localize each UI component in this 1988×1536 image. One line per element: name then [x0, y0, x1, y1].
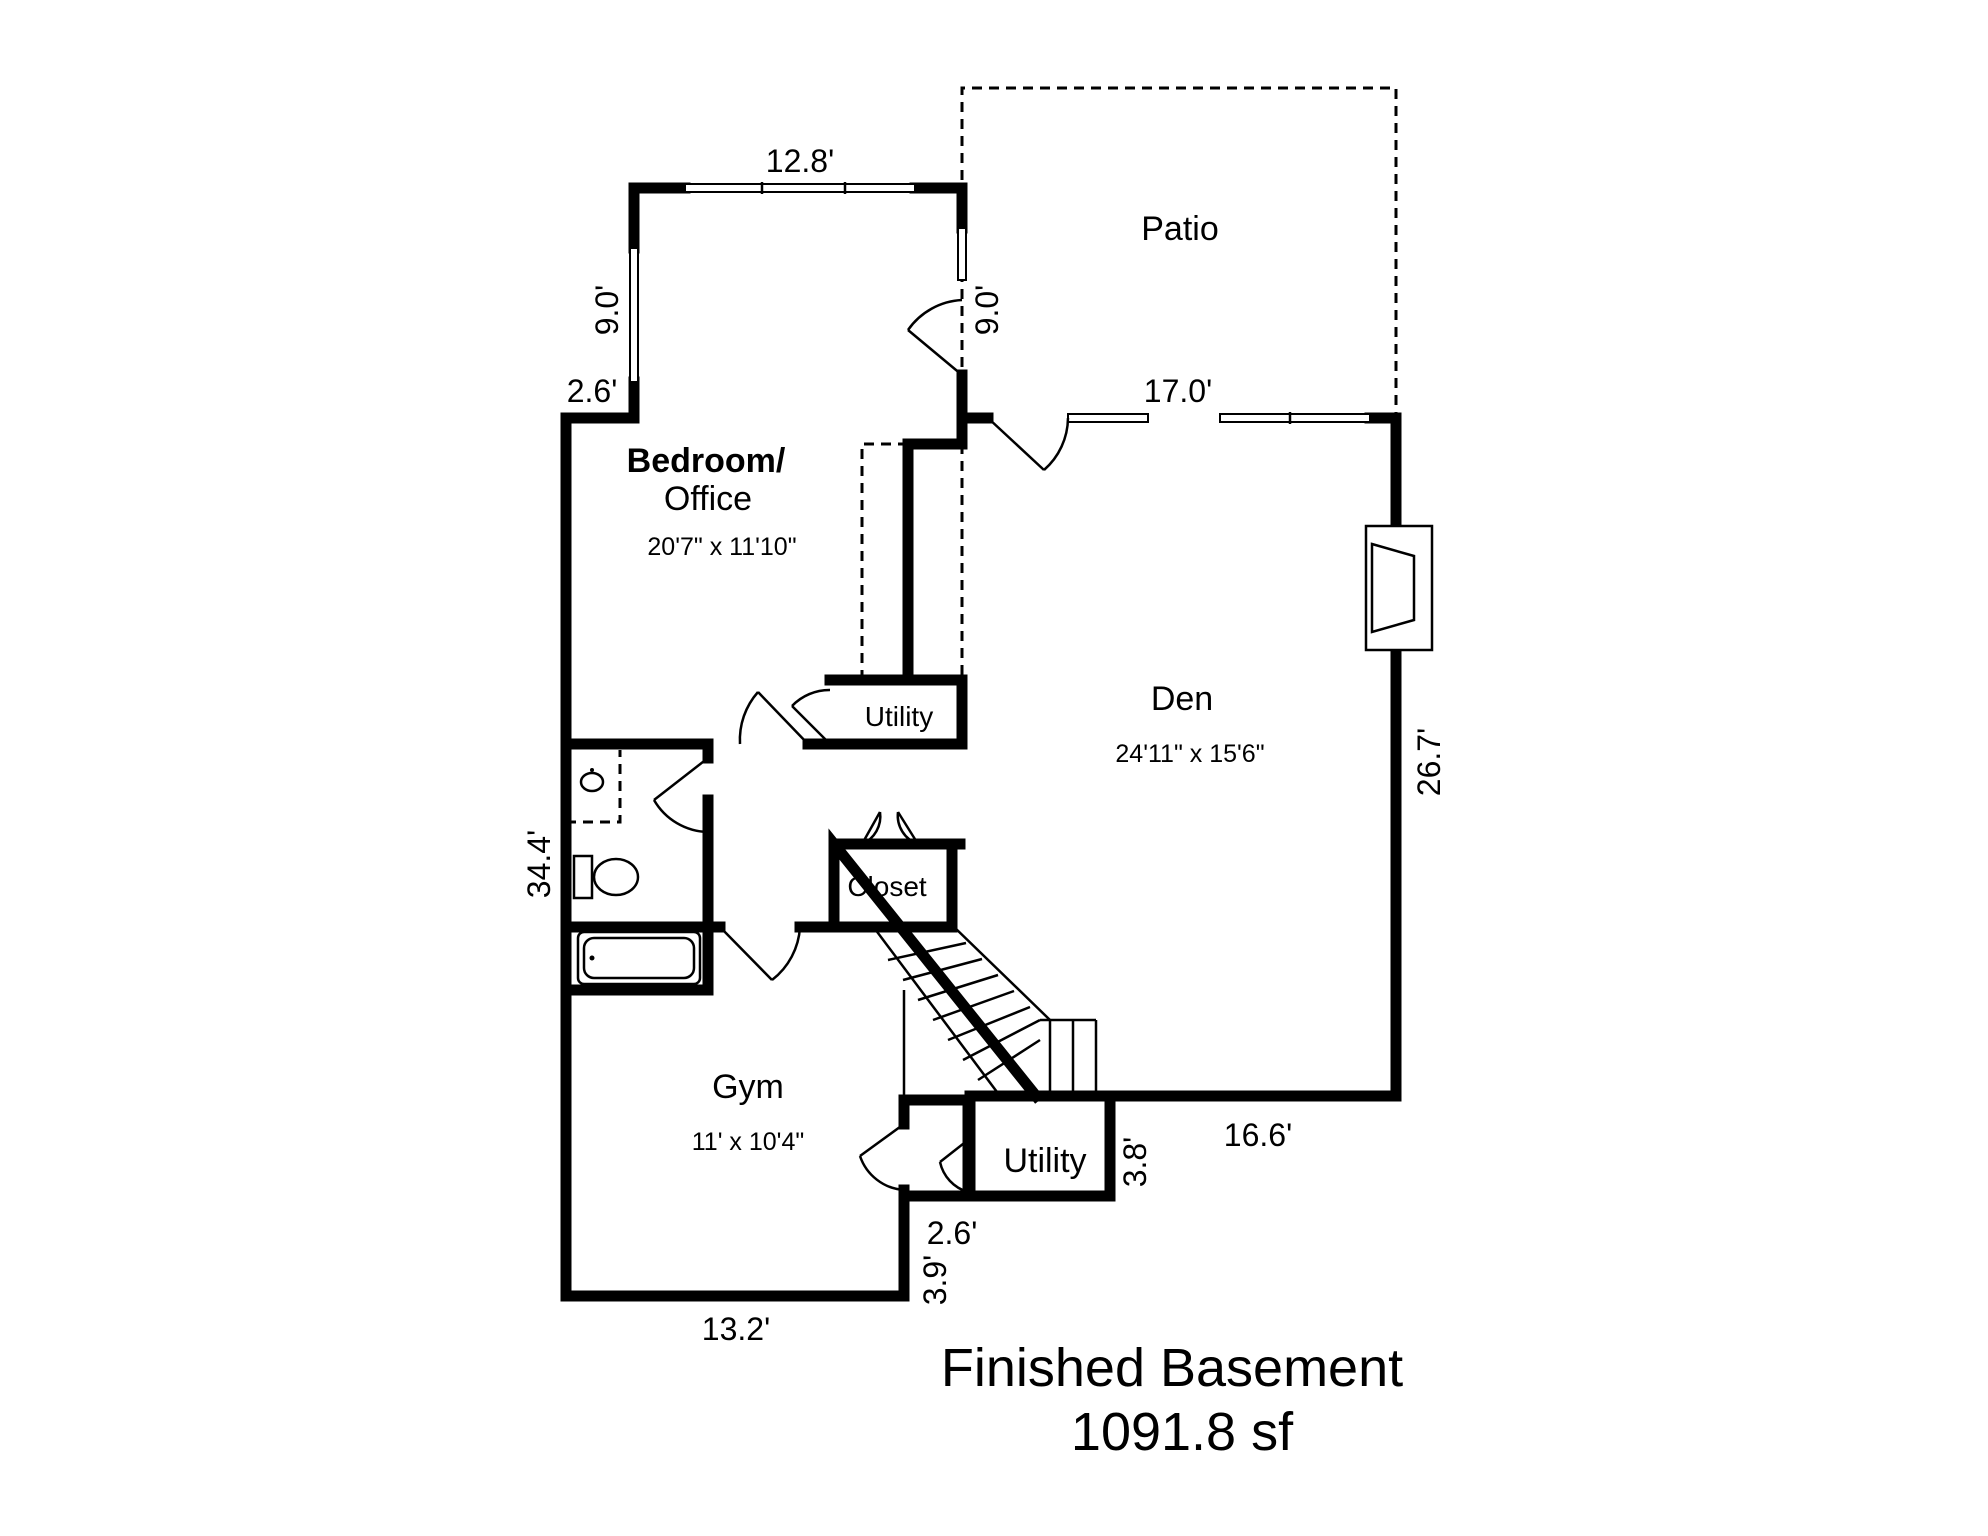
closet-walls [828, 838, 966, 931]
toilet-icon [572, 854, 640, 900]
den-bottom-wall [964, 1090, 1116, 1202]
gym-label: Gym [712, 1068, 784, 1106]
sink-icon [579, 768, 605, 793]
closet-label: Closet [847, 871, 927, 902]
interior-walls [560, 412, 1044, 1202]
windows [629, 182, 1371, 424]
bedroom-label-line2: Office [664, 480, 752, 518]
plan-area: 1091.8 sf [1071, 1402, 1294, 1462]
patio-label: Patio [1141, 210, 1219, 248]
den-bottom-dimension: 16.6' [1224, 1117, 1292, 1153]
plan-title: Finished Basement [941, 1338, 1403, 1398]
fireplace-icon [1364, 524, 1434, 652]
patio-outline [960, 86, 1398, 418]
den-top-dimension: 17.0' [1144, 373, 1212, 409]
utility-side-dimension: 3.8' [1117, 1137, 1153, 1188]
notch-width-dimension: 2.6' [927, 1215, 978, 1251]
den-label: Den [1151, 680, 1213, 718]
chase-outline [860, 442, 908, 680]
utility-upper-label: Utility [865, 701, 933, 732]
den-size: 24'11" x 15'6" [1115, 740, 1264, 768]
den-right-dimension: 26.7' [1411, 728, 1447, 796]
utility-lower-label: Utility [1003, 1142, 1086, 1180]
bedroom-label-line1: Bedroom/ [627, 442, 786, 480]
notch-height-dimension: 3.9' [917, 1255, 953, 1306]
bedroom-offset-dimension: 2.6' [567, 373, 618, 409]
left-wall-dimension: 34.4' [521, 830, 557, 898]
bedroom-size: 20'7" x 11'10" [647, 533, 796, 561]
vanity-outline [566, 750, 622, 824]
bedroom-right-dimension: 9.0' [969, 285, 1005, 336]
bathtub-icon [576, 930, 702, 986]
doors [652, 298, 1070, 1194]
stairs [870, 924, 1098, 1097]
gym-bottom-dimension: 13.2' [702, 1311, 770, 1347]
bedroom-left-dimension: 9.0' [589, 285, 625, 336]
bedroom-top-dimension: 12.8' [766, 143, 834, 179]
gym-size: 11' x 10'4" [692, 1128, 804, 1156]
